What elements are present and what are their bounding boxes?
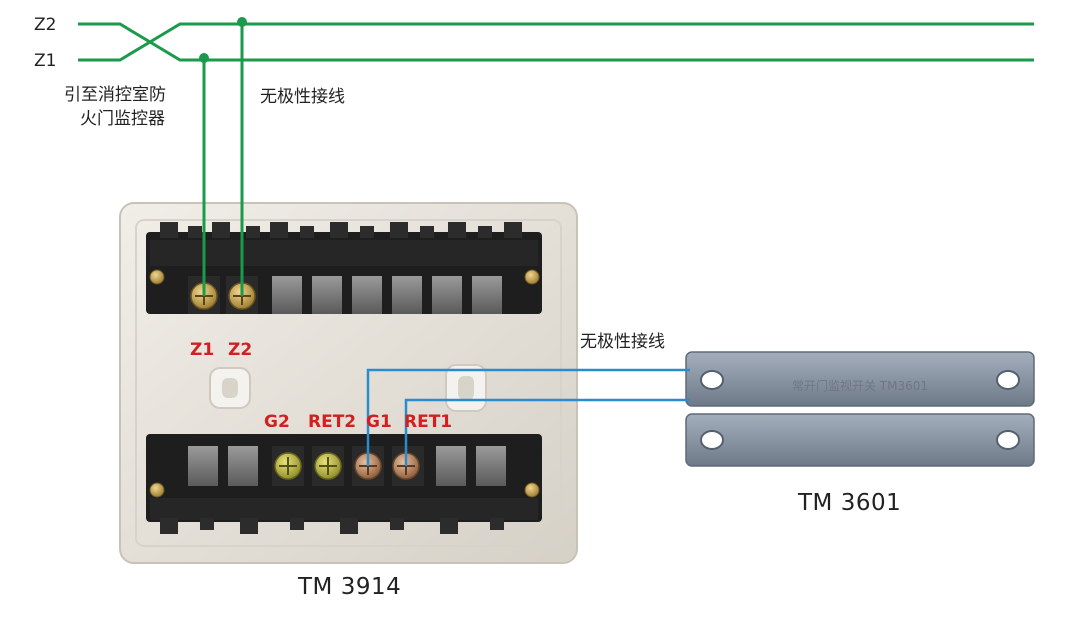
terminal-label-ret2: RET2 bbox=[308, 412, 357, 432]
terminal-label-z2: Z2 bbox=[228, 340, 253, 360]
junction-z1 bbox=[199, 53, 209, 63]
terminal-label-z1: Z1 bbox=[190, 340, 215, 360]
bottom-terminal-block bbox=[146, 434, 542, 534]
junction-z2 bbox=[237, 17, 247, 27]
bus-label-z1: Z1 bbox=[34, 51, 57, 71]
note-monitor-line1: 引至消控室防 bbox=[64, 85, 166, 105]
bus-z2 bbox=[78, 22, 1034, 62]
terminal-label-g2: G2 bbox=[264, 412, 290, 432]
bus-wires bbox=[78, 22, 1034, 296]
sensor-tm3601: 常开门监视开关 TM3601 bbox=[685, 351, 1035, 467]
wire-ret1 bbox=[404, 398, 690, 466]
sensor-engraving: 常开门监视开关 TM3601 bbox=[792, 378, 928, 393]
wire-g1 bbox=[366, 368, 690, 466]
bus-z1 bbox=[78, 22, 1034, 62]
note-monitor-line2: 火门监控器 bbox=[80, 109, 165, 129]
sensor-model-label: TM 3601 bbox=[798, 490, 902, 516]
terminal-label-ret1: RET1 bbox=[404, 412, 453, 432]
note-nonpolar-top: 无极性接线 bbox=[260, 87, 345, 107]
module-model-label: TM 3914 bbox=[298, 574, 402, 600]
terminal-label-g1: G1 bbox=[366, 412, 392, 432]
note-nonpolar-right: 无极性接线 bbox=[580, 332, 665, 352]
top-terminal-block bbox=[146, 222, 542, 314]
bus-label-z2: Z2 bbox=[34, 15, 57, 35]
sensor-wires bbox=[366, 368, 690, 466]
